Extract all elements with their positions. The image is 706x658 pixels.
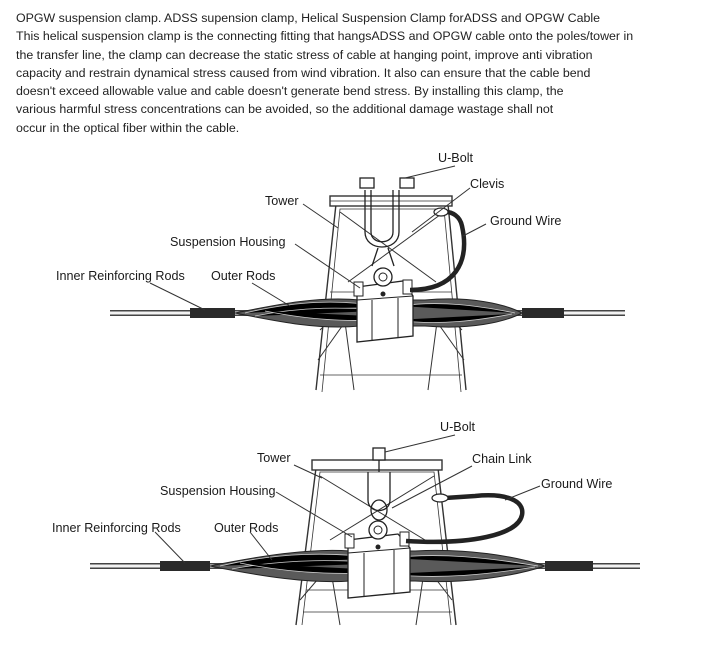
label-u-bolt-top: U-Bolt [438,151,473,165]
label-ground-wire-bottom: Ground Wire [541,477,612,491]
label-suspension-housing-bottom: Suspension Housing [160,484,276,498]
label-u-bolt-bottom: U-Bolt [440,420,475,434]
inner-rod-end-right-top [522,308,564,318]
leader-lines-top [149,165,487,311]
label-outer-rods-bottom: Outer Rods [214,521,278,535]
u-bolt-top [359,177,415,267]
diagram-top: U-Bolt Clevis Tower Ground Wire Suspensi… [56,151,625,393]
inner-rod-end-right-bottom [545,561,593,571]
label-tower-bottom: Tower [257,451,291,465]
ground-wire-top [409,207,467,293]
ground-wire-bottom [405,493,525,545]
label-ground-wire-top: Ground Wire [490,214,561,228]
intro-line-5: doesn't exceed allowable value and cable… [16,84,564,99]
diagram-bottom: U-Bolt Tower Chain Link Ground Wire Susp… [52,420,640,626]
intro-line-6: various harmful stress concentrations ca… [16,102,554,117]
label-tower-top: Tower [265,194,299,208]
suspension-housing-top [353,267,414,343]
label-inner-rods-bottom: Inner Reinforcing Rods [52,521,181,535]
suspension-housing-bottom [344,520,411,599]
label-chain-link-bottom: Chain Link [472,452,532,466]
label-outer-rods-top: Outer Rods [211,269,275,283]
leader-lines-bottom [154,434,541,564]
u-bolt-bottom [367,447,391,521]
label-clevis-top: Clevis [470,177,504,191]
label-inner-rods-top: Inner Reinforcing Rods [56,269,185,283]
intro-line-7: occur in the optical fiber within the ca… [16,120,240,135]
label-suspension-housing-top: Suspension Housing [170,235,286,249]
intro-line-4: capacity and restrain dynamical stress c… [16,65,591,80]
inner-rod-end-left-bottom [160,561,210,571]
intro-text: OPGW suspension clamp. ADSS supension cl… [16,9,696,137]
intro-line-2: This helical suspension clamp is the con… [16,29,634,44]
intro-line-1: OPGW suspension clamp. ADSS supension cl… [16,11,600,25]
inner-rod-end-left-top [190,308,235,318]
intro-line-3: the transfer line, the clamp can decreas… [16,47,593,62]
